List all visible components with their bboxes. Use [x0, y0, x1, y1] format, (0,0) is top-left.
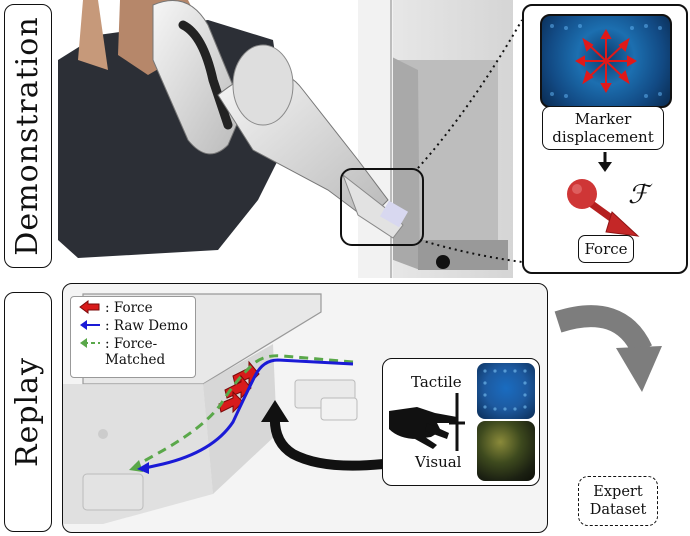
force-label: Force — [578, 235, 634, 263]
visual-camera-image — [477, 421, 535, 481]
legend-raw-demo-label: : Raw Demo — [105, 318, 188, 334]
tactile-image — [477, 363, 535, 419]
replay-label-box: Replay — [4, 292, 52, 532]
visual-label: Visual — [415, 453, 462, 471]
demonstration-label-box: Demonstration — [4, 4, 52, 268]
green-dashed-arrow-icon — [80, 338, 100, 348]
force-symbol: ℱ — [628, 180, 649, 210]
tactile-label: Tactile — [411, 373, 462, 391]
blue-arrow-icon — [80, 320, 100, 330]
legend-force-matched-label: : Force- Matched — [105, 336, 166, 368]
hand-touch-icon — [389, 407, 459, 449]
to-dataset-arrow-icon — [554, 305, 662, 392]
sensor-panel: Marker displacement ℱ Force — [522, 4, 688, 274]
replay-label: Replay — [10, 357, 45, 467]
sensor-input-box: Tactile Visual — [382, 358, 540, 486]
down-arrow-icon — [598, 152, 612, 172]
divider-bar-icon — [449, 393, 465, 451]
red-arrow-icon — [79, 300, 100, 314]
expert-dataset-label: Expert Dataset — [578, 476, 658, 526]
gripper-zoom-box — [340, 168, 424, 246]
demonstration-photo — [58, 0, 513, 278]
force-vector-icon — [567, 179, 640, 237]
legend: : Force : Raw Demo : Force- Matched — [70, 296, 196, 378]
legend-force-label: : Force — [105, 300, 153, 316]
marker-displacement-image — [540, 14, 672, 108]
marker-displacement-label: Marker displacement — [542, 106, 664, 150]
